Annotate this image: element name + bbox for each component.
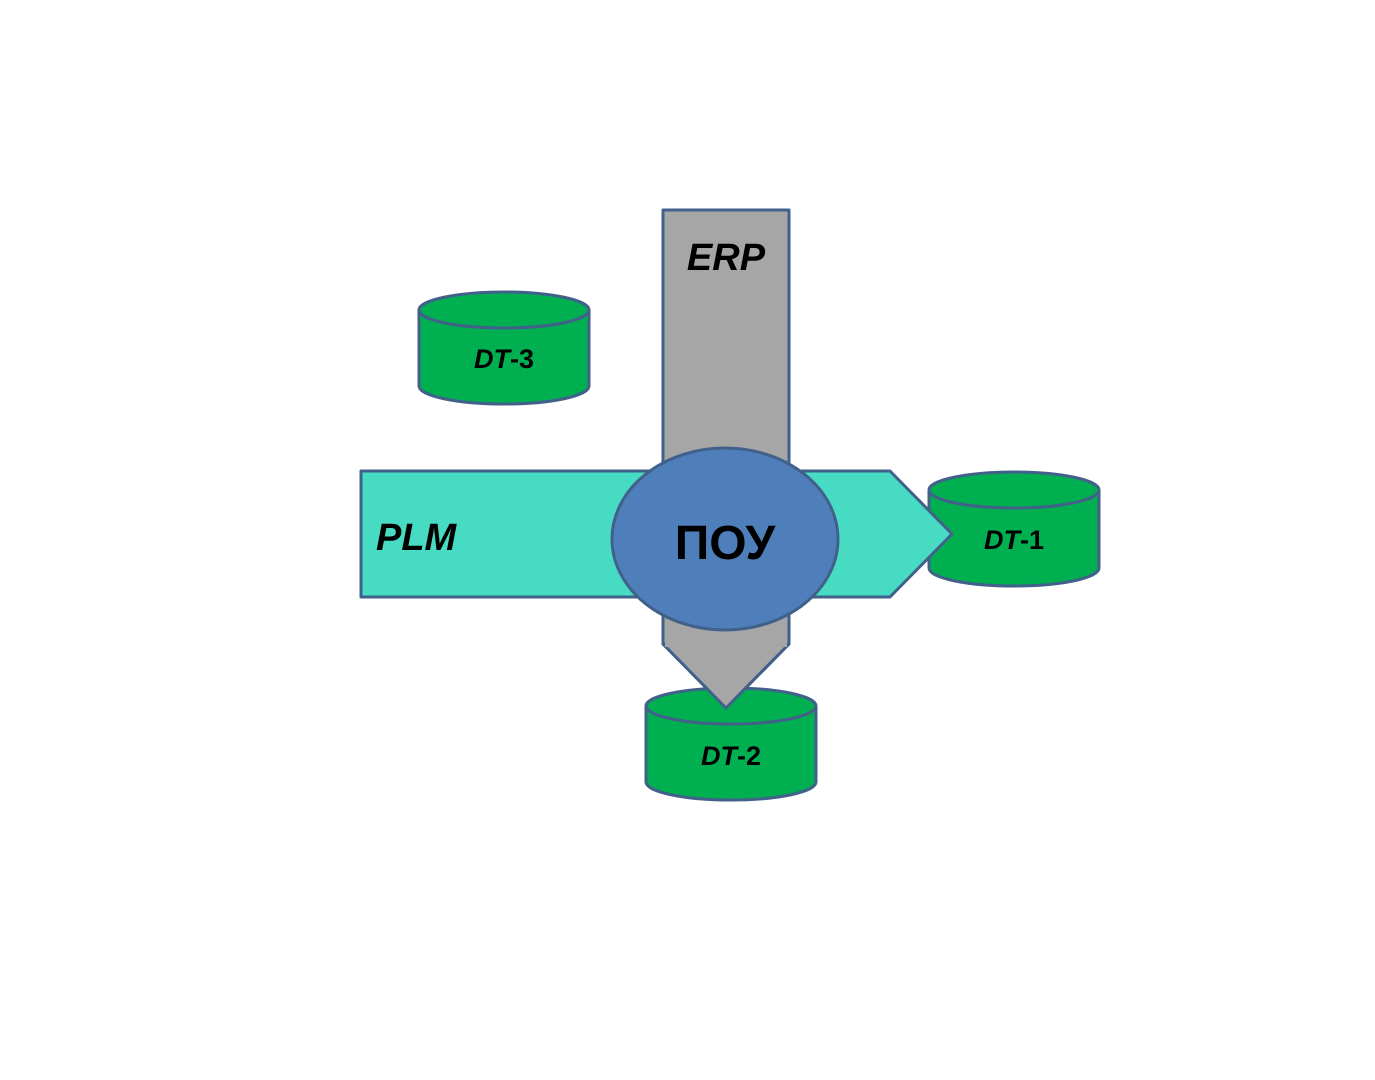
database-dt-1-label: DT-1 [984,525,1044,555]
center-node-label: ПОУ [675,517,777,570]
database-dt-3-label: DT-3 [474,344,534,374]
database-dt-2: DT-2 [644,686,818,802]
plm-label: PLM [376,517,458,559]
database-dt-3: DT-3 [417,290,591,406]
center-node: ПОУ [610,446,840,632]
database-dt-1: DT-1 [927,470,1101,588]
erp-label: ERP [687,237,766,279]
database-dt-2-label: DT-2 [701,741,761,771]
